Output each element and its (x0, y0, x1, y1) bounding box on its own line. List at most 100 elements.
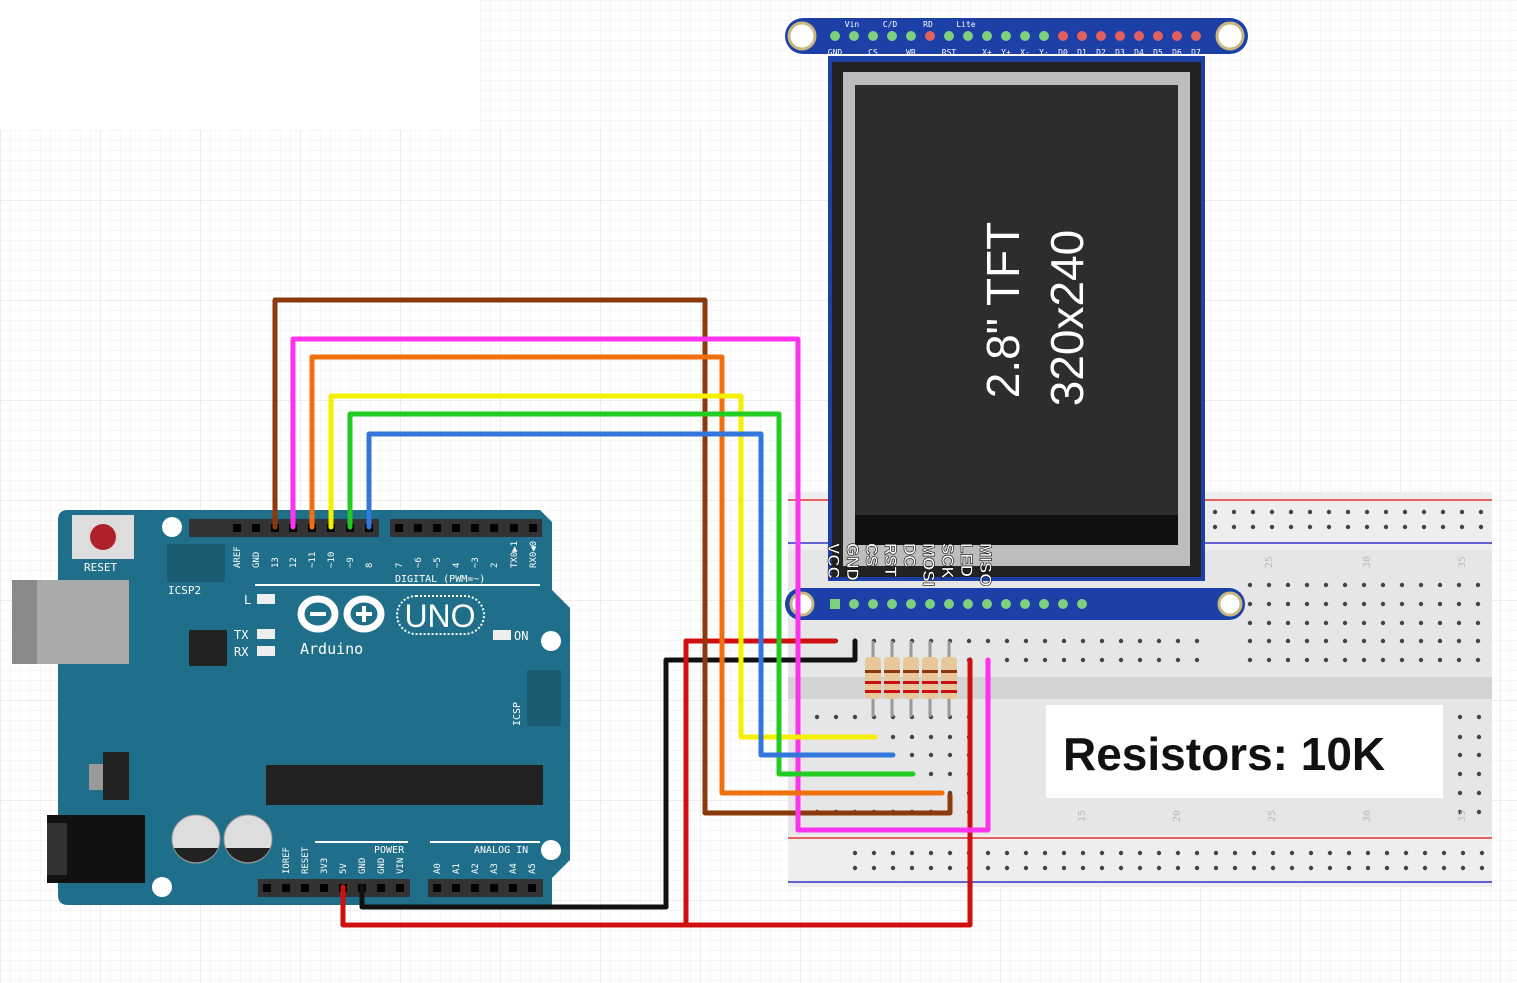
breadboard-hole[interactable] (1118, 657, 1124, 663)
breadboard-hole[interactable] (1403, 865, 1409, 871)
breadboard-hole[interactable] (1023, 638, 1029, 644)
wire-pin9[interactable] (347, 411, 916, 777)
tft-pin[interactable] (1058, 599, 1068, 609)
tft-pin[interactable] (906, 599, 916, 609)
breadboard-hole[interactable] (1288, 509, 1294, 515)
breadboard-hole[interactable] (1460, 865, 1466, 871)
breadboard-hole[interactable] (1457, 714, 1463, 720)
breadboard-hole[interactable] (1137, 865, 1143, 871)
breadboard-hole[interactable] (852, 850, 858, 856)
breadboard-hole[interactable] (1175, 638, 1181, 644)
breadboard-hole[interactable] (1308, 865, 1314, 871)
wire-ground[interactable] (359, 638, 858, 910)
breadboard-hole[interactable] (1361, 638, 1367, 644)
breadboard-hole[interactable] (1361, 657, 1367, 663)
breadboard-hole[interactable] (1247, 601, 1253, 607)
breadboard-hole[interactable] (1061, 850, 1067, 856)
breadboard-hole[interactable] (1364, 509, 1370, 515)
resistor-10k[interactable] (865, 657, 881, 699)
breadboard-hole[interactable] (1380, 582, 1386, 588)
breadboard-hole[interactable] (1250, 509, 1256, 515)
breadboard-hole[interactable] (1437, 657, 1443, 663)
header-pin[interactable] (414, 524, 422, 532)
breadboard-hole[interactable] (1342, 657, 1348, 663)
breadboard-hole[interactable] (1266, 582, 1272, 588)
breadboard-hole[interactable] (1175, 865, 1181, 871)
breadboard-hole[interactable] (1365, 865, 1371, 871)
tft-pin[interactable] (1001, 599, 1011, 609)
breadboard-hole[interactable] (1456, 638, 1462, 644)
breadboard-hole[interactable] (1460, 850, 1466, 856)
tft-pin[interactable] (1039, 599, 1049, 609)
breadboard-hole[interactable] (1061, 638, 1067, 644)
breadboard-hole[interactable] (1080, 865, 1086, 871)
breadboard-hole[interactable] (1440, 524, 1446, 530)
header-pin[interactable] (396, 884, 404, 892)
breadboard-hole[interactable] (1023, 865, 1029, 871)
breadboard-hole[interactable] (1399, 638, 1405, 644)
breadboard-hole[interactable] (1478, 524, 1484, 530)
wire-pin8[interactable] (366, 431, 896, 758)
breadboard-hole[interactable] (1285, 638, 1291, 644)
breadboard-hole[interactable] (1403, 850, 1409, 856)
breadboard-hole[interactable] (1080, 850, 1086, 856)
breadboard-hole[interactable] (1304, 657, 1310, 663)
breadboard-hole[interactable] (928, 752, 934, 758)
breadboard-hole[interactable] (1323, 582, 1329, 588)
breadboard-hole[interactable] (871, 865, 877, 871)
breadboard-hole[interactable] (1383, 509, 1389, 515)
header-pin[interactable] (252, 524, 260, 532)
breadboard-hole[interactable] (1288, 524, 1294, 530)
breadboard-hole[interactable] (1456, 582, 1462, 588)
breadboard-hole[interactable] (1307, 524, 1313, 530)
breadboard-hole[interactable] (1441, 865, 1447, 871)
breadboard-hole[interactable] (1437, 620, 1443, 626)
resistor-10k[interactable] (884, 657, 900, 699)
header-pin[interactable] (471, 884, 479, 892)
breadboard-hole[interactable] (1213, 850, 1219, 856)
breadboard-hole[interactable] (1099, 657, 1105, 663)
header-pin[interactable] (452, 524, 460, 532)
breadboard-hole[interactable] (1327, 865, 1333, 871)
breadboard-hole[interactable] (1156, 850, 1162, 856)
breadboard-hole[interactable] (1437, 638, 1443, 644)
breadboard-hole[interactable] (1476, 771, 1482, 777)
breadboard-hole[interactable] (1251, 865, 1257, 871)
breadboard-hole[interactable] (1457, 734, 1463, 740)
breadboard-hole[interactable] (890, 865, 896, 871)
breadboard-hole[interactable] (1266, 601, 1272, 607)
breadboard-hole[interactable] (1080, 657, 1086, 663)
breadboard-hole[interactable] (1118, 850, 1124, 856)
breadboard-hole[interactable] (1418, 582, 1424, 588)
breadboard-hole[interactable] (1345, 509, 1351, 515)
tft-pin[interactable] (982, 599, 992, 609)
breadboard-hole[interactable] (1342, 582, 1348, 588)
breadboard-hole[interactable] (1476, 790, 1482, 796)
header-pin[interactable] (509, 884, 517, 892)
breadboard-hole[interactable] (1304, 601, 1310, 607)
header-pin[interactable] (433, 524, 441, 532)
breadboard-hole[interactable] (1323, 601, 1329, 607)
breadboard-hole[interactable] (1118, 638, 1124, 644)
breadboard-hole[interactable] (1327, 850, 1333, 856)
breadboard-hole[interactable] (1399, 657, 1405, 663)
breadboard-hole[interactable] (1323, 620, 1329, 626)
breadboard-hole[interactable] (1402, 524, 1408, 530)
breadboard-hole[interactable] (1231, 524, 1237, 530)
breadboard-hole[interactable] (1475, 638, 1481, 644)
breadboard-hole[interactable] (1399, 601, 1405, 607)
breadboard-hole[interactable] (890, 734, 896, 740)
breadboard-hole[interactable] (1418, 638, 1424, 644)
wire-power[interactable] (340, 657, 973, 928)
breadboard-hole[interactable] (1476, 734, 1482, 740)
tft-header-pin[interactable] (887, 31, 897, 41)
breadboard-hole[interactable] (947, 865, 953, 871)
breadboard-hole[interactable] (1137, 657, 1143, 663)
tft-header-pin[interactable] (925, 31, 935, 41)
breadboard-hole[interactable] (1475, 601, 1481, 607)
header-pin[interactable] (528, 884, 536, 892)
breadboard-hole[interactable] (985, 638, 991, 644)
breadboard-hole[interactable] (909, 850, 915, 856)
breadboard-hole[interactable] (947, 850, 953, 856)
header-pin[interactable] (377, 884, 385, 892)
